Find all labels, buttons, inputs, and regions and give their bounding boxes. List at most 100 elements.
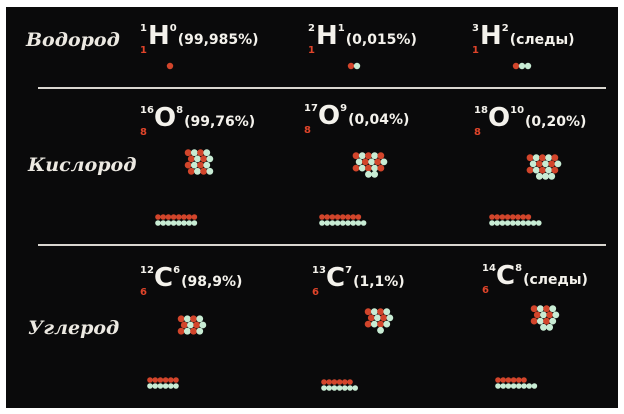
proton <box>200 167 208 175</box>
proton <box>187 155 195 163</box>
proton <box>367 314 375 322</box>
neutron <box>368 158 375 166</box>
neutron-bar-dot <box>530 220 537 226</box>
neutron <box>377 326 384 334</box>
proton-bar-dot <box>500 377 507 383</box>
isotope-label-c14: 14 6 C8(следы) <box>482 261 588 296</box>
neutron <box>365 170 372 178</box>
neutron-bar-dot <box>155 220 161 226</box>
proton <box>190 315 197 323</box>
proton <box>180 321 188 329</box>
neutron-bar-dot <box>191 220 198 226</box>
neutron <box>532 166 540 174</box>
proton <box>177 315 185 323</box>
proton-bar-dot <box>510 214 516 220</box>
neutron-bar-dot <box>352 385 359 391</box>
neutron <box>383 308 391 316</box>
proton-bar-dot <box>515 214 521 220</box>
proton <box>543 317 550 325</box>
isotope-label-h2: 2 1 H1(0,015%) <box>308 21 417 56</box>
neutron-bar-dot <box>504 220 511 226</box>
neutron-bar-dot <box>331 385 338 391</box>
neutron-bar-dot <box>505 383 512 389</box>
neutron <box>183 327 191 335</box>
proton <box>546 311 554 319</box>
neutron <box>194 167 201 175</box>
neutron <box>518 62 526 70</box>
neutron <box>203 161 211 169</box>
proton-bar-dot <box>510 377 517 383</box>
neutron <box>552 311 560 319</box>
isotope-label-h3: 3 1 H2(следы) <box>472 21 575 56</box>
proton-bar-dot <box>152 377 158 383</box>
proton <box>530 305 538 313</box>
proton-bar-dot <box>176 214 182 220</box>
neutron <box>548 172 556 180</box>
proton-bar-dot <box>342 379 348 385</box>
proton <box>377 152 385 160</box>
neutron <box>371 164 379 172</box>
proton <box>365 164 372 172</box>
neutron <box>545 154 553 162</box>
isotope-board: Водород Кислород Углерод 1 1 H0(99,985%)… <box>6 7 618 408</box>
proton-bar-dot <box>355 214 362 220</box>
proton <box>197 161 204 169</box>
proton-bar-dot <box>324 214 331 220</box>
neutron-bar-dot <box>165 220 172 226</box>
neutron-bar-dot <box>510 220 516 226</box>
proton-bar-dot <box>168 377 174 383</box>
neutron <box>196 315 204 323</box>
proton-bar-dot <box>326 379 333 385</box>
neutron <box>358 164 366 172</box>
proton-bar-dot <box>186 214 192 220</box>
neutron-bar-dot <box>355 220 362 226</box>
neutron <box>199 321 207 329</box>
isotope-label-h1: 1 1 H0(99,985%) <box>140 21 259 56</box>
row-label-hydrogen: Водород <box>26 29 120 51</box>
neutron <box>187 321 194 329</box>
neutron <box>190 149 198 157</box>
neutron <box>549 305 557 313</box>
proton-bar-dot <box>181 214 187 220</box>
proton-bar-dot <box>170 214 177 220</box>
neutron <box>383 320 391 328</box>
proton <box>352 152 360 160</box>
proton-bar-dot <box>329 214 336 220</box>
proton <box>374 158 382 166</box>
proton-bar-dot <box>495 377 501 383</box>
neutron <box>183 315 191 323</box>
neutron <box>546 323 554 331</box>
neutron <box>355 158 363 166</box>
neutron-bar-dot <box>345 220 351 226</box>
neutron-bar-dot <box>168 383 174 389</box>
proton <box>548 160 556 168</box>
proton <box>380 314 388 322</box>
neutron-bar-dot <box>342 385 348 391</box>
neutron-bar-dot <box>157 383 164 389</box>
proton <box>166 62 174 70</box>
neutron <box>532 154 540 162</box>
proton <box>361 158 369 166</box>
neutron-bar-dot <box>186 220 192 226</box>
neutron-bar-dot <box>170 220 177 226</box>
isotope-label-o18: 18 8 O10(0,20%) <box>474 103 587 138</box>
row-label-oxygen: Кислород <box>28 154 137 176</box>
divider-bottom <box>38 244 606 246</box>
proton <box>551 166 559 174</box>
neutron <box>549 317 557 325</box>
neutron <box>371 152 379 160</box>
proton <box>352 164 360 172</box>
neutron-bar-dot <box>329 220 336 226</box>
divider-top <box>38 87 606 89</box>
neutron-bar-dot <box>340 220 346 226</box>
proton <box>535 160 543 168</box>
isotope-label-o16: 16 8 O8(99,76%) <box>140 103 256 138</box>
neutron-bar-dot <box>536 220 542 226</box>
neutron-bar-dot <box>319 220 325 226</box>
proton-bar-dot <box>147 377 153 383</box>
neutron <box>380 158 388 166</box>
neutron <box>540 311 547 319</box>
proton <box>184 161 192 169</box>
neutron-bar-dot <box>176 220 182 226</box>
proton-bar-dot <box>321 379 327 385</box>
